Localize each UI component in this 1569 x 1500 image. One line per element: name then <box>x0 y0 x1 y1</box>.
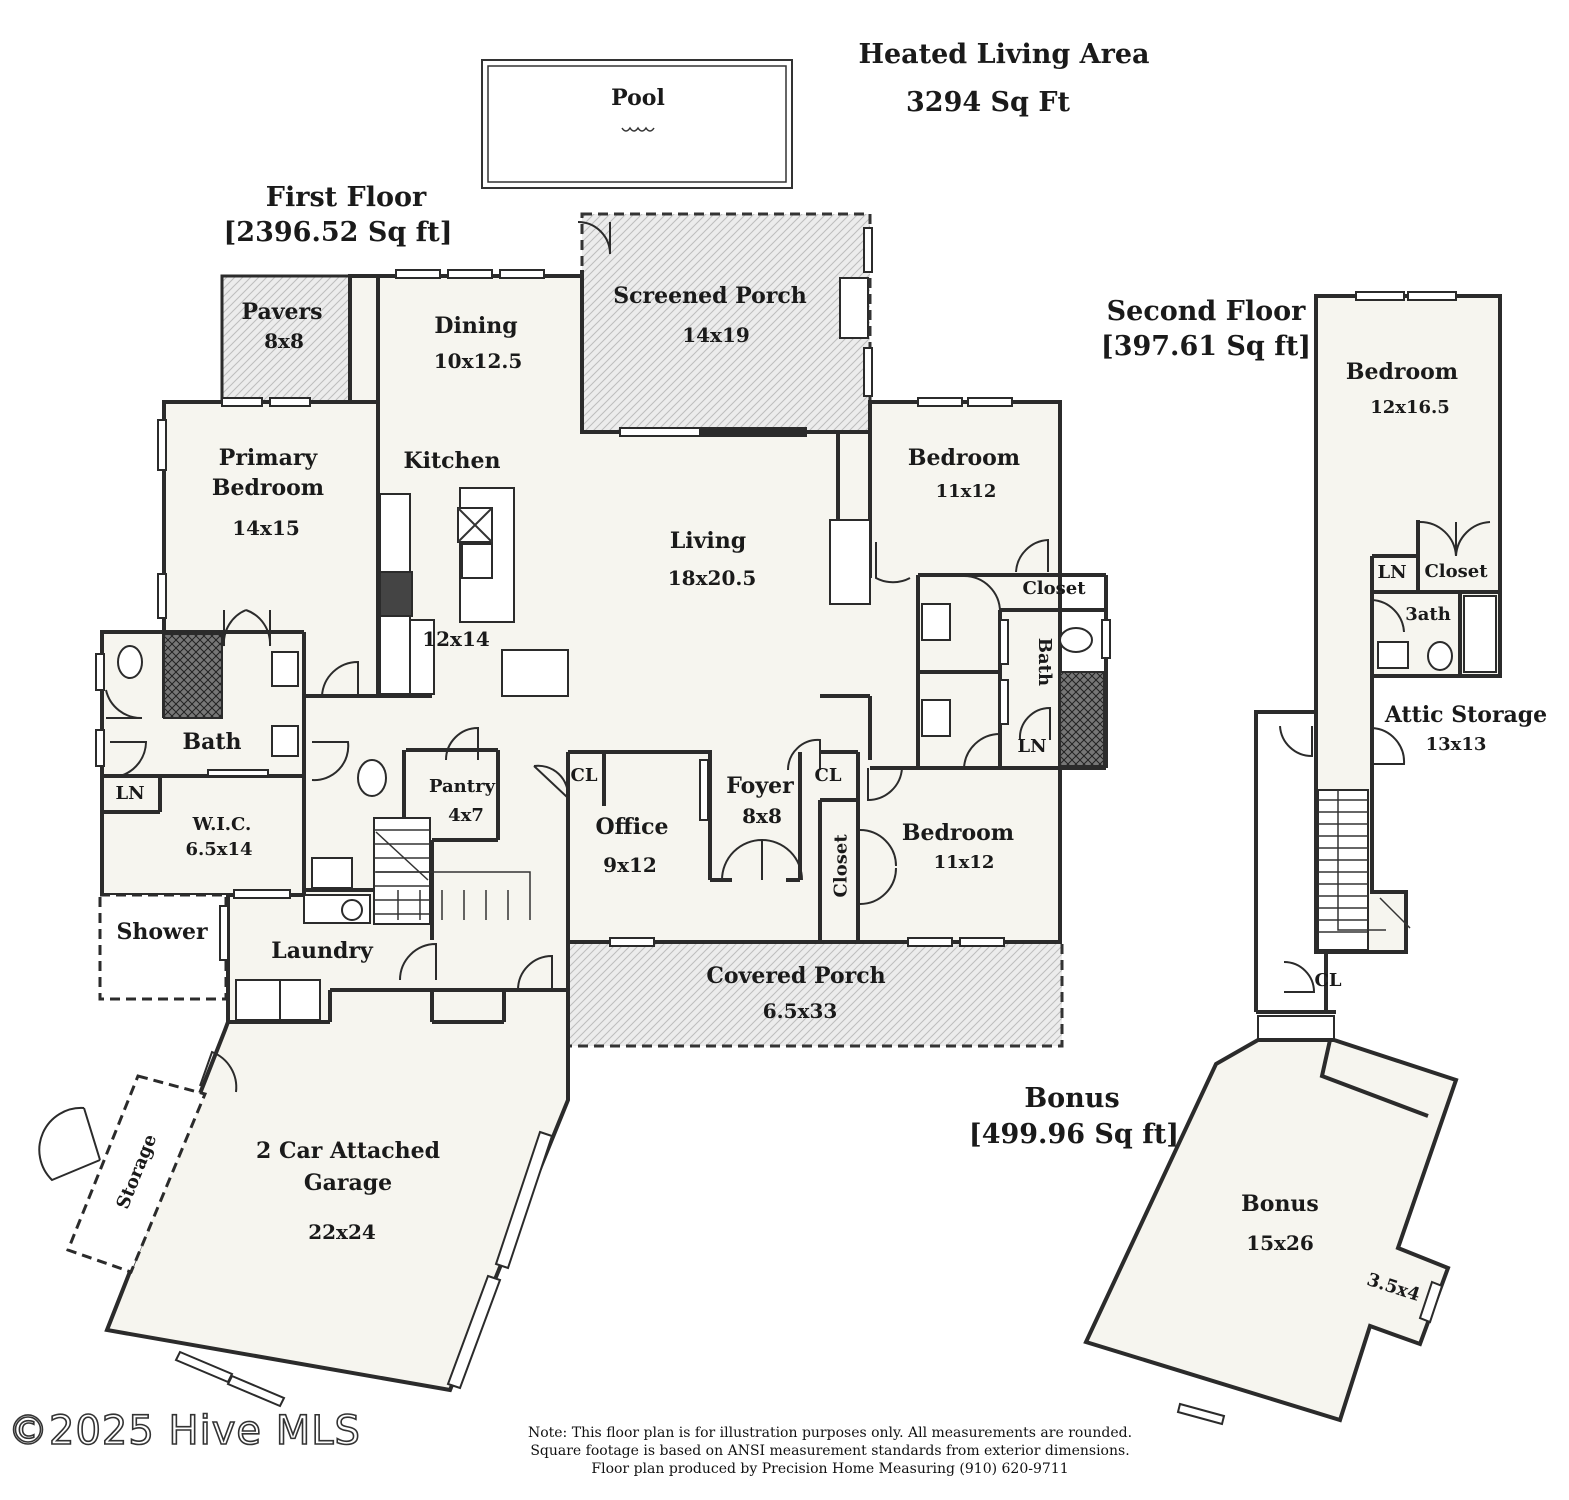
cl-foyer-label: CL <box>814 765 842 786</box>
garage-label-1: 2 Car Attached <box>255 1138 441 1164</box>
covered-porch <box>566 940 1064 1048</box>
wic-label: W.I.C. <box>192 814 252 835</box>
storage-area <box>66 1074 208 1274</box>
bedroom-ne-dimensions: 11x12 <box>935 481 997 502</box>
office-label: Office <box>595 814 669 840</box>
kitchen-fixtures <box>379 487 569 697</box>
watermark: ©2025 Hive MLS <box>7 1407 361 1455</box>
dining-dimensions: 10x12.5 <box>433 349 523 373</box>
primary-bedroom-dimensions: 14x15 <box>232 516 300 540</box>
foyer-label: Foyer <box>726 773 794 799</box>
cl-upper-label: CL <box>1314 970 1342 991</box>
second-floor-walls <box>1254 294 1502 1014</box>
bonus-room-label: Bonus <box>1241 1191 1319 1217</box>
bedroom-upper-label: Bedroom <box>1345 359 1459 385</box>
bedroom-upper-dimensions: 12x16.5 <box>1370 397 1450 418</box>
bonus-windows <box>1176 1280 1444 1426</box>
bedroom-se-dimensions: 11x12 <box>933 852 995 873</box>
shower-label: Shower <box>116 919 208 945</box>
wic-dimensions: 6.5x14 <box>185 839 253 860</box>
foyer-dimensions: 8x8 <box>742 804 782 828</box>
primary-bath-label: Bath <box>182 729 242 755</box>
office-dimensions: 9x12 <box>603 853 657 877</box>
doors <box>38 221 1051 1182</box>
covered-porch-label: Covered Porch <box>706 963 886 989</box>
pavers-label: Pavers <box>241 299 323 325</box>
primary-bath-fixtures <box>117 633 299 777</box>
primary-bedroom-label-1: Primary <box>218 445 318 471</box>
second-floor-area: [397.61 Sq ft] <box>1100 331 1312 362</box>
interior-walls <box>102 276 1108 1024</box>
closet-se-label: Closet <box>830 834 852 898</box>
primary-bedroom-label-2: Bedroom <box>211 475 325 501</box>
ln-upper-label: LN <box>1377 562 1407 583</box>
bonus-area: [499.96 Sq ft] <box>968 1119 1180 1150</box>
covered-porch-dimensions: 6.5x33 <box>762 999 838 1023</box>
bonus-title: Bonus <box>1024 1083 1120 1114</box>
heated-area-value: 3294 Sq Ft <box>906 87 1070 118</box>
kitchen-dimensions: 12x14 <box>422 627 490 651</box>
garage-windows <box>174 1130 554 1408</box>
windows <box>95 227 1111 961</box>
bath-ne-fixtures <box>921 603 1105 767</box>
kitchen-label: Kitchen <box>403 448 501 474</box>
living-label: Living <box>669 528 747 554</box>
note-line-3: Floor plan produced by Precision Home Me… <box>591 1461 1069 1477</box>
pantry-label: Pantry <box>428 776 496 797</box>
bath-upper-label: 3ath <box>1405 604 1451 625</box>
pool <box>481 59 793 189</box>
pool-label: Pool <box>611 85 665 111</box>
note-line-1: Note: This floor plan is for illustratio… <box>527 1425 1133 1441</box>
ln-ne-label: LN <box>1017 736 1047 757</box>
laundry-fixtures <box>235 759 531 1021</box>
bath-ne-label: Bath <box>1034 637 1056 687</box>
garage-label-2: Garage <box>303 1170 393 1196</box>
outdoor-shower <box>98 893 228 1001</box>
bedroom-se-label: Bedroom <box>901 820 1015 846</box>
screened-porch-dimensions: 14x19 <box>682 323 750 347</box>
attic-storage-dimensions: 13x13 <box>1425 734 1487 755</box>
pantry-dimensions: 4x7 <box>448 805 484 826</box>
heated-area-title: Heated Living Area <box>858 39 1150 70</box>
screened-porch-label: Screened Porch <box>613 283 807 309</box>
ln-primary-label: LN <box>115 783 145 804</box>
disclaimer-note: Note: This floor plan is for illustratio… <box>490 1424 1170 1478</box>
dining-label: Dining <box>434 313 518 339</box>
second-floor-title: Second Floor <box>1106 296 1306 327</box>
bedroom-ne-label: Bedroom <box>907 445 1021 471</box>
note-line-2: Square footage is based on ANSI measurem… <box>530 1443 1130 1459</box>
closet-upper-label: Closet <box>1424 561 1488 582</box>
living-dimensions: 18x20.5 <box>667 566 757 590</box>
attic-storage-label: Attic Storage <box>1384 702 1548 728</box>
bonus-room-walls <box>1083 1038 1459 1423</box>
first-floor-area: [2396.52 Sq ft] <box>223 217 453 248</box>
cl-office-label: CL <box>570 765 598 786</box>
first-floor-title: First Floor <box>265 182 427 213</box>
garage-dimensions: 22x24 <box>308 1220 376 1244</box>
second-floor-details <box>1257 291 1497 1041</box>
closet-ne-label: Closet <box>1022 578 1086 599</box>
bonus-room-dimensions: 15x26 <box>1246 1231 1314 1255</box>
pavers-dimensions: 8x8 <box>264 329 304 353</box>
laundry-label: Laundry <box>271 938 373 964</box>
